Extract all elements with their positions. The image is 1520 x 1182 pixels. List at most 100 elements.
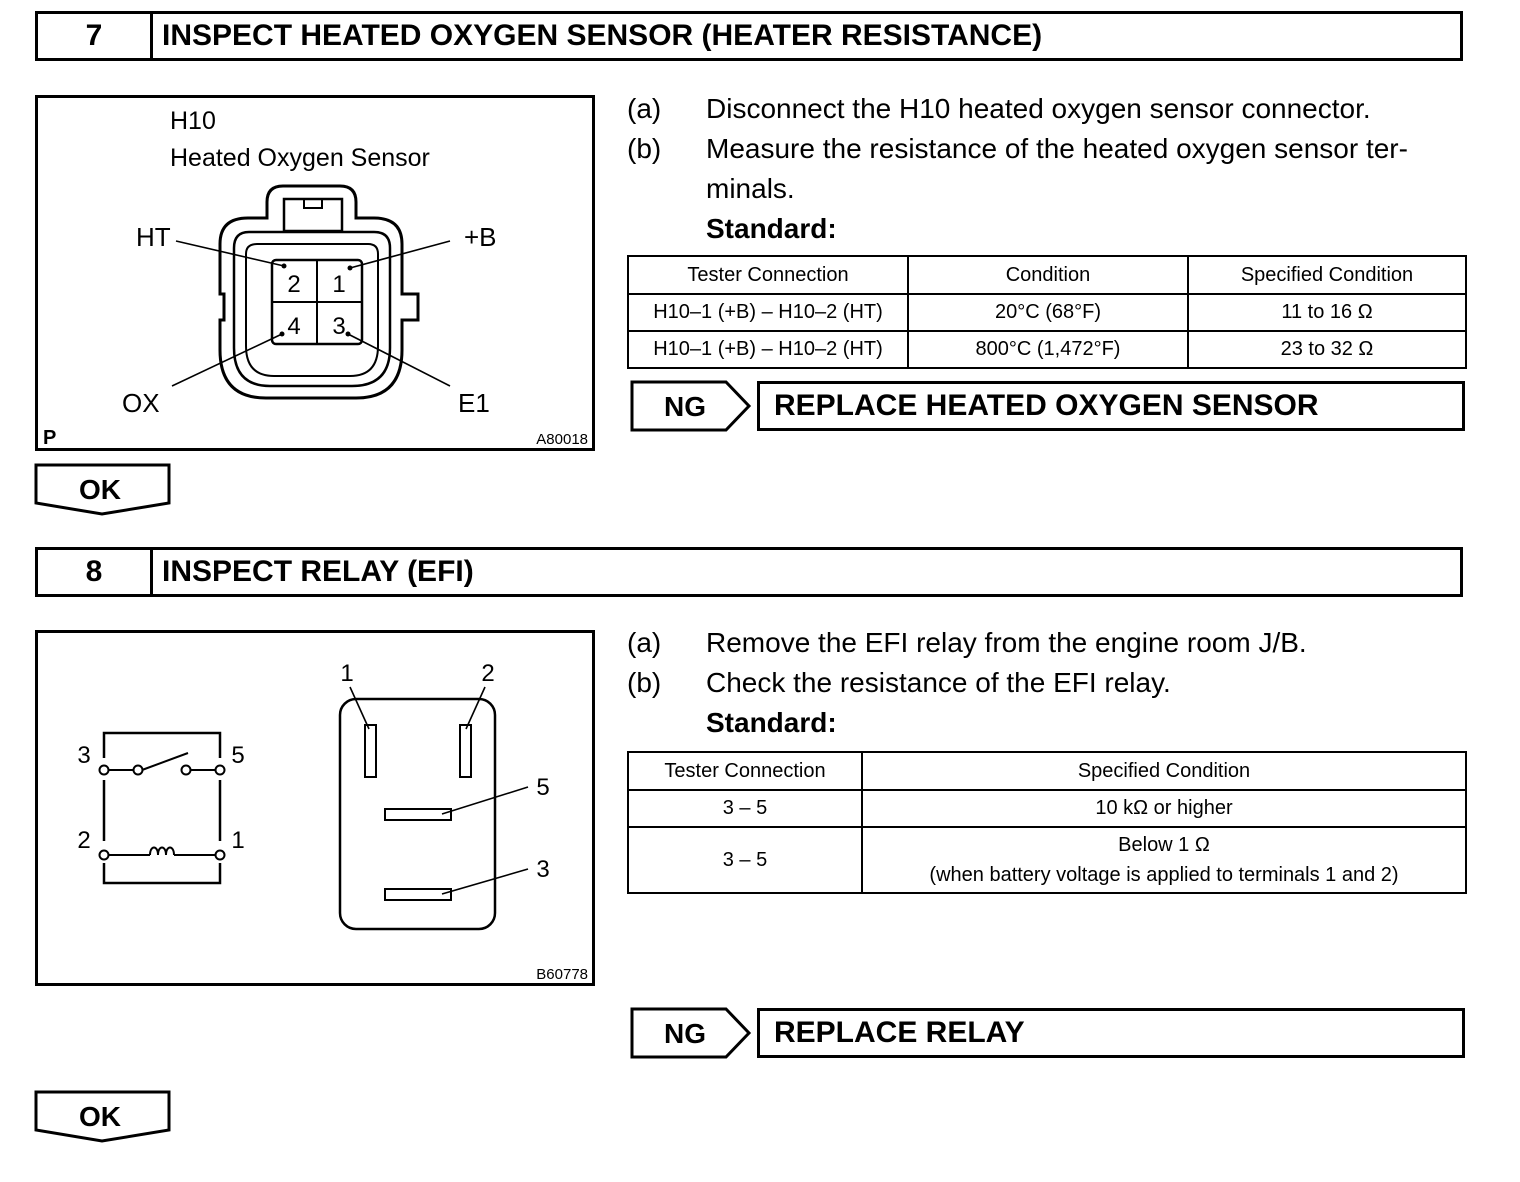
relay-terminal-5: 5	[536, 774, 549, 801]
ng-arrow-8: NG	[630, 1006, 752, 1060]
ht-label: HT	[136, 222, 171, 252]
table-row: 3 – 5 10 kΩ or higher	[627, 789, 1467, 828]
table-cell: Below 1 Ω (when battery voltage is appli…	[861, 826, 1467, 894]
step-letter: (a)	[627, 627, 662, 658]
connector-inner-rim	[232, 230, 392, 388]
ng-action-8: REPLACE RELAY	[757, 1008, 1465, 1058]
step-text-line: minals.	[706, 173, 795, 204]
relay-terminal-3: 3	[536, 856, 549, 883]
b-leader-dot	[347, 265, 353, 271]
connector-code-label: H10	[170, 107, 216, 135]
step-b: (b) Measure the resistance of the heated…	[627, 129, 1467, 209]
relay-diagram: 3 5 2 1 1 2 5 3 B60778	[77, 660, 588, 983]
section-7-title: INSPECT HEATED OXYGEN SENSOR (HEATER RES…	[162, 19, 1043, 52]
connector-inner-rim-2	[245, 243, 379, 377]
ox-leader	[171, 333, 283, 387]
section-8-spec-table: Tester Connection Specified Condition 3 …	[627, 751, 1467, 894]
step-letter: (b)	[627, 667, 662, 698]
schem-terminal-2: 2	[77, 827, 90, 854]
relay-pin-5	[384, 808, 452, 821]
table-row: 3 – 5 Below 1 Ω (when battery voltage is…	[627, 826, 1467, 894]
terminal-1-node	[214, 849, 226, 861]
pin-2-label: 2	[287, 271, 300, 298]
table-cell-line: (when battery voltage is applied to term…	[929, 864, 1399, 886]
oxygen-sensor-figure: H10 Heated Oxygen Sensor 2 1 4 3 HT +B O…	[35, 95, 595, 451]
relay-schematic: 3 5 2 1	[77, 731, 245, 885]
figure-id: B60778	[536, 966, 588, 983]
table-cell: 11 to 16 Ω	[1187, 293, 1467, 332]
ng-label: NG	[664, 391, 706, 422]
standard-label: Standard:	[706, 213, 837, 244]
switch-contact	[180, 764, 192, 776]
terminal-5-node	[214, 764, 226, 776]
relay-terminal-2: 2	[481, 660, 494, 687]
ng-action-7: REPLACE HEATED OXYGEN SENSOR	[757, 381, 1465, 431]
table-header: Specified Condition	[1187, 255, 1467, 295]
schem-terminal-3: 3	[77, 742, 90, 769]
pin-1-label: 1	[332, 271, 345, 298]
ng-label: NG	[664, 1018, 706, 1049]
terminal-3-node	[98, 764, 110, 776]
e1-leader	[347, 333, 451, 387]
b-label: +B	[464, 222, 497, 252]
table-header-row: Tester Connection Condition Specified Co…	[627, 255, 1467, 295]
relay-body: 1 2 5 3	[338, 660, 550, 931]
table-cell: 23 to 32 Ω	[1187, 330, 1467, 369]
table-cell: 20°C (68°F)	[907, 293, 1189, 332]
relay-terminal-1: 1	[340, 660, 353, 687]
relay-coil	[149, 846, 175, 856]
section-7-steps: (a) Disconnect the H10 heated oxygen sen…	[627, 89, 1467, 249]
ok-arrow-7: OK	[34, 463, 172, 517]
figure-id: A80018	[536, 431, 588, 448]
ok-arrow-shape: OK	[34, 463, 171, 516]
section-7-number: 7	[38, 14, 153, 58]
table-header: Specified Condition	[861, 751, 1467, 791]
table-cell: 3 – 5	[627, 826, 863, 894]
e1-label: E1	[458, 388, 490, 418]
ok-arrow-shape: OK	[34, 1090, 171, 1143]
table-row: H10–1 (+B) – H10–2 (HT) 20°C (68°F) 11 t…	[627, 293, 1467, 332]
section-8-steps: (a) Remove the EFI relay from the engine…	[627, 623, 1467, 743]
connector-housing	[218, 184, 420, 400]
section-8-number: 8	[38, 550, 153, 594]
ng-arrow-7: NG	[630, 379, 752, 433]
table-header: Condition	[907, 255, 1189, 295]
ng-arrow-shape: NG	[630, 1007, 752, 1059]
table-header: Tester Connection	[627, 255, 909, 295]
step-text-line: Measure the resistance of the heated oxy…	[706, 133, 1408, 164]
table-cell: 800°C (1,472°F)	[907, 330, 1189, 369]
step-letter: (b)	[627, 133, 662, 164]
ox-leader-dot	[279, 331, 285, 337]
relay-pin-2	[459, 724, 472, 778]
oxygen-sensor-connector-diagram: H10 Heated Oxygen Sensor 2 1 4 3 HT +B O…	[43, 107, 588, 449]
section-7-spec-table: Tester Connection Condition Specified Co…	[627, 255, 1467, 369]
section-8-title: INSPECT RELAY (EFI)	[162, 555, 474, 588]
step-text: Disconnect the H10 heated oxygen sensor …	[706, 93, 1371, 124]
pin-4-label: 4	[287, 313, 300, 340]
latch-tab	[303, 199, 323, 209]
standard-label: Standard:	[706, 707, 837, 738]
ok-label: OK	[79, 474, 121, 505]
schem-terminal-1: 1	[231, 827, 244, 854]
table-cell: 3 – 5	[627, 789, 863, 828]
ht-leader-dot	[281, 263, 287, 269]
pin-3-label: 3	[332, 313, 345, 340]
relay-pin-1	[364, 724, 377, 778]
table-row: H10–1 (+B) – H10–2 (HT) 800°C (1,472°F) …	[627, 330, 1467, 369]
ht-leader	[175, 240, 285, 267]
table-cell: H10–1 (+B) – H10–2 (HT)	[627, 293, 909, 332]
e1-leader-dot	[345, 331, 351, 337]
step-a: (a) Remove the EFI relay from the engine…	[627, 623, 1467, 663]
ok-label: OK	[79, 1101, 121, 1132]
relay-pin-3	[384, 888, 452, 901]
ox-label: OX	[122, 388, 160, 418]
ng-arrow-shape: NG	[630, 380, 752, 432]
step-text: Remove the EFI relay from the engine roo…	[706, 627, 1307, 658]
table-header: Tester Connection	[627, 751, 863, 791]
table-cell: 10 kΩ or higher	[861, 789, 1467, 828]
relay-figure: 3 5 2 1 1 2 5 3 B60778	[35, 630, 595, 986]
connector-name-label: Heated Oxygen Sensor	[170, 144, 430, 172]
step-letter: (a)	[627, 93, 662, 124]
section-7-header: 7 INSPECT HEATED OXYGEN SENSOR (HEATER R…	[35, 11, 1463, 61]
terminal-2-node	[98, 849, 110, 861]
